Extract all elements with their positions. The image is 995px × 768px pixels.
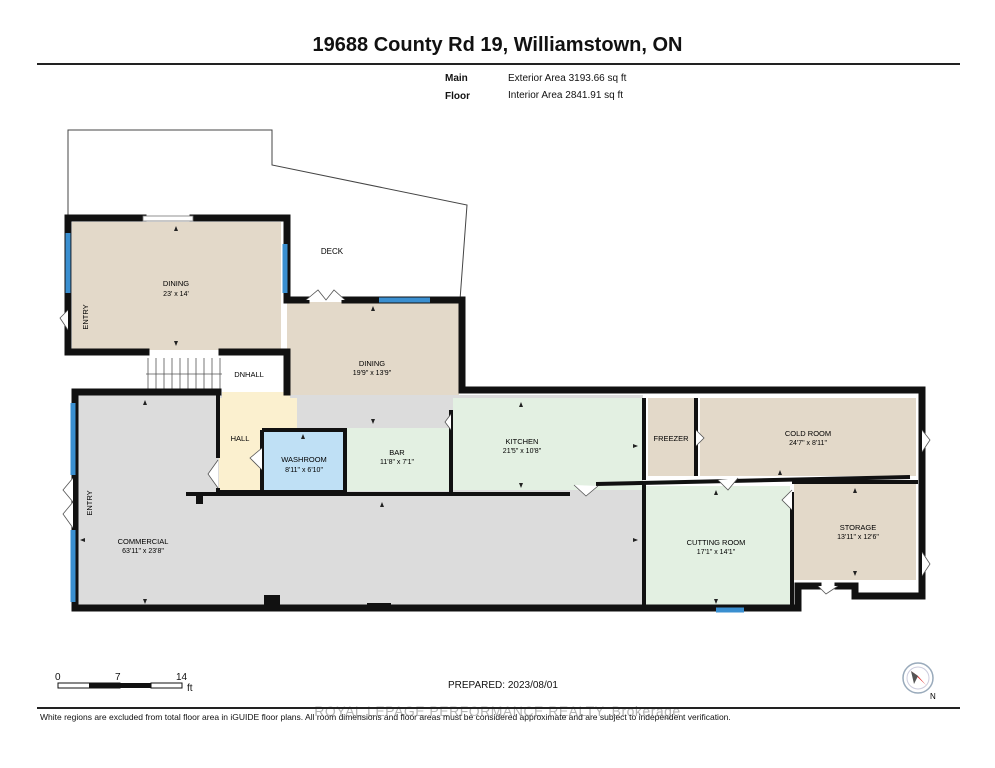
- deck-label: DECK: [321, 247, 344, 256]
- dining-top-name: DINING: [163, 279, 189, 288]
- dining-top-dims: 23' x 14': [163, 291, 189, 298]
- disclaimer: White regions are excluded from total fl…: [40, 712, 731, 722]
- scale-bar: [57, 682, 183, 689]
- exterior-area: Exterior Area 3193.66 sq ft: [508, 73, 627, 84]
- dining-mid-name: DINING: [359, 359, 385, 368]
- cold-room-dims: 24'7" x 8'11": [789, 440, 827, 447]
- doors: [59, 289, 931, 595]
- deck-outline: [67, 129, 468, 301]
- cold-room-name: COLD ROOM: [785, 429, 831, 438]
- freezer-label: FREEZER: [653, 434, 689, 443]
- windows: [65, 233, 744, 613]
- compass-icon: [902, 662, 934, 694]
- interior-walls: [186, 392, 918, 608]
- plan-title: 19688 County Rd 19, Williamstown, ON: [312, 34, 683, 56]
- scale-mark-0: 0: [55, 672, 61, 683]
- stairs-area: [144, 355, 222, 392]
- column-2: [367, 603, 391, 609]
- window-top: [142, 215, 194, 222]
- prepared-date: PREPARED: 2023/08/01: [448, 680, 558, 691]
- dining-top-floor: [72, 222, 281, 350]
- scale-mark-14: 14: [176, 672, 188, 683]
- footer-divider: [37, 707, 960, 709]
- storage-name: STORAGE: [840, 523, 877, 532]
- bar-name: BAR: [389, 448, 405, 457]
- cutting-room-floor: [642, 486, 790, 608]
- cutting-room-name: CUTTING ROOM: [687, 538, 746, 547]
- entry-left-label: ENTRY: [81, 304, 90, 329]
- commercial-name: COMMERCIAL: [118, 537, 169, 546]
- dining-mid-dims: 19'9" x 13'9": [353, 370, 392, 377]
- kitchen-floor: [453, 398, 642, 490]
- bar-floor: [345, 428, 451, 491]
- entry-commercial-label: ENTRY: [85, 490, 94, 515]
- storage-dims: 13'11" x 12'6": [837, 534, 879, 541]
- washroom-dims: 8'11" x 6'10": [285, 467, 323, 474]
- commercial-dims: 63'11" x 23'8": [122, 548, 164, 555]
- scale-mark-7: 7: [115, 672, 121, 683]
- stairs: [146, 358, 222, 390]
- dimension-ticks: [80, 226, 857, 604]
- header-divider: [37, 63, 960, 65]
- freezer-floor: [648, 398, 694, 476]
- cutting-room-dims: 17'1" x 14'1": [697, 549, 736, 556]
- floor-label: Main Floor: [445, 73, 470, 102]
- cold-room-floor: [700, 398, 916, 476]
- column-1: [264, 595, 280, 608]
- washroom-name: WASHROOM: [281, 455, 327, 464]
- kitchen-dims: 21'5" x 10'8": [503, 448, 542, 455]
- dnhall-label: DNHALL: [234, 370, 264, 379]
- hall-upper-floor: [222, 392, 290, 400]
- compass-north-label: N: [930, 692, 936, 701]
- scale-unit: ft: [187, 683, 193, 694]
- kitchen-name: KITCHEN: [506, 437, 539, 446]
- interior-area: Interior Area 2841.91 sq ft: [508, 90, 624, 101]
- bar-dims: 11'8" x 7'1": [380, 459, 414, 466]
- dnhall-floor: [222, 355, 284, 392]
- storage-floor: [794, 484, 916, 580]
- hall-label: HALL: [231, 434, 250, 443]
- column-3: [196, 494, 203, 504]
- washroom-floor: [263, 430, 345, 492]
